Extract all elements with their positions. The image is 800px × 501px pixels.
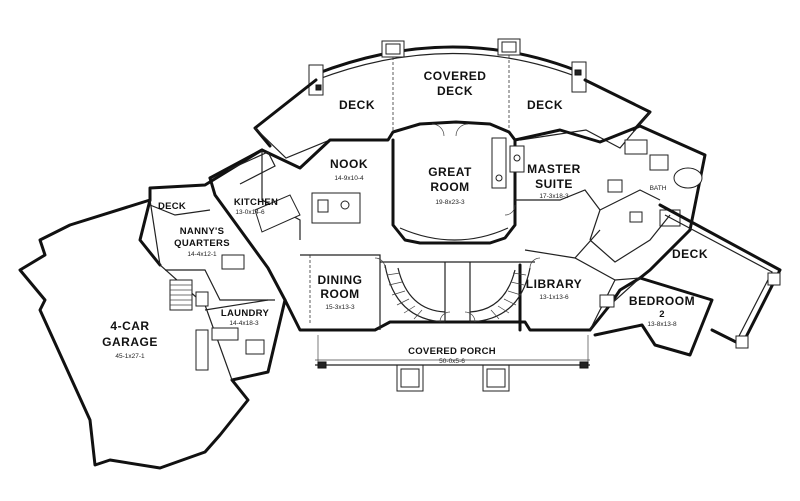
label-deck-bedroom: DECK [672, 247, 708, 261]
label-bedroom2-2: 2 [659, 309, 665, 320]
label-bedroom2-1: BEDROOM [629, 294, 695, 308]
label-master-suite-1: MASTER [527, 162, 581, 176]
garage [18, 198, 287, 470]
dims-great-room: 19-8x23-3 [435, 199, 465, 206]
porch-columns [315, 335, 590, 392]
dims-bedroom2: 13-8x13-8 [647, 321, 677, 328]
label-garage-1: 4-CAR [110, 319, 149, 333]
label-covered-porch: COVERED PORCH [408, 346, 496, 357]
label-garage-2: GARAGE [102, 335, 158, 349]
label-great-room-2: ROOM [430, 180, 469, 194]
dims-nannys-quarters: 14-4x12-1 [187, 251, 217, 258]
covered-deck-structure [308, 38, 587, 130]
label-deck-left: DECK [339, 98, 375, 112]
dims-nook: 14-9x10-4 [334, 175, 364, 182]
interior-walls [149, 123, 703, 371]
label-library: LIBRARY [526, 277, 582, 291]
house-walls [138, 120, 714, 357]
label-covered-deck-1: COVERED [424, 69, 487, 83]
label-laundry: LAUNDRY [221, 308, 270, 319]
dims-master-suite: 17-3x18-3 [539, 193, 569, 200]
label-deck-nanny: DECK [158, 201, 186, 212]
label-dining-room-2: ROOM [320, 287, 359, 301]
bedroom-deck-structure [658, 203, 782, 349]
label-nook: NOOK [330, 157, 368, 171]
label-deck-right: DECK [527, 98, 563, 112]
label-bath: BATH [650, 185, 667, 192]
label-covered-deck-2: DECK [437, 84, 473, 98]
dims-kitchen: 13-0x14-6 [235, 209, 265, 216]
label-master-suite-2: SUITE [535, 177, 573, 191]
room-labels: COVERED DECK DECK DECK NOOK 14-9x10-4 GR… [102, 69, 708, 365]
dims-laundry: 14-4x18-3 [229, 320, 259, 327]
dims-covered-porch: 50-0x5-6 [439, 358, 465, 365]
label-kitchen: KITCHEN [234, 197, 278, 208]
dims-dining-room: 15-3x13-3 [325, 304, 355, 311]
label-great-room-1: GREAT [428, 165, 472, 179]
dims-garage: 45-1x27-1 [115, 353, 145, 360]
dims-library: 13-1x13-6 [539, 294, 569, 301]
label-nannys-quarters-2: QUARTERS [174, 238, 230, 249]
label-dining-room-1: DINING [318, 273, 363, 287]
label-nannys-quarters-1: NANNY'S [180, 226, 224, 237]
